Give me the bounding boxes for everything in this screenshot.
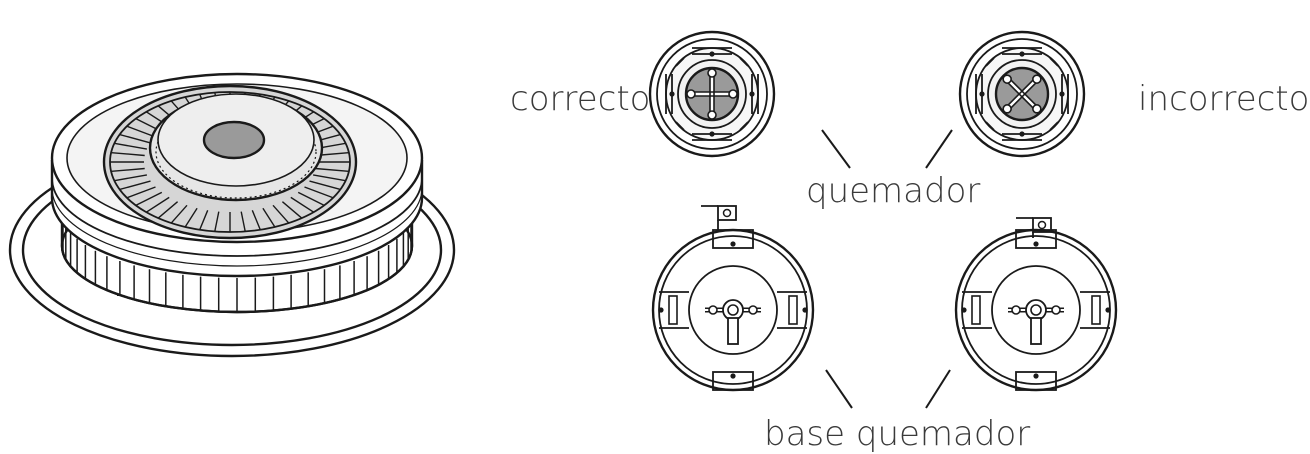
burner-base-view-left bbox=[653, 206, 813, 390]
leader-line-base-right bbox=[926, 370, 950, 408]
burner-top-view-correct bbox=[650, 32, 774, 156]
burner-perspective-illustration bbox=[10, 74, 454, 356]
label-incorrect: incorrecto bbox=[1138, 82, 1309, 116]
leader-line-burner-right bbox=[926, 130, 952, 168]
label-burner-base: base quemador bbox=[764, 417, 1030, 451]
label-correct: correcto bbox=[510, 82, 650, 116]
leader-line-burner-left bbox=[822, 130, 850, 168]
burner-top-view-incorrect bbox=[960, 32, 1084, 156]
label-burner: quemador bbox=[806, 174, 980, 208]
leader-line-base-left bbox=[826, 370, 852, 408]
burner-base-view-right bbox=[956, 218, 1116, 390]
